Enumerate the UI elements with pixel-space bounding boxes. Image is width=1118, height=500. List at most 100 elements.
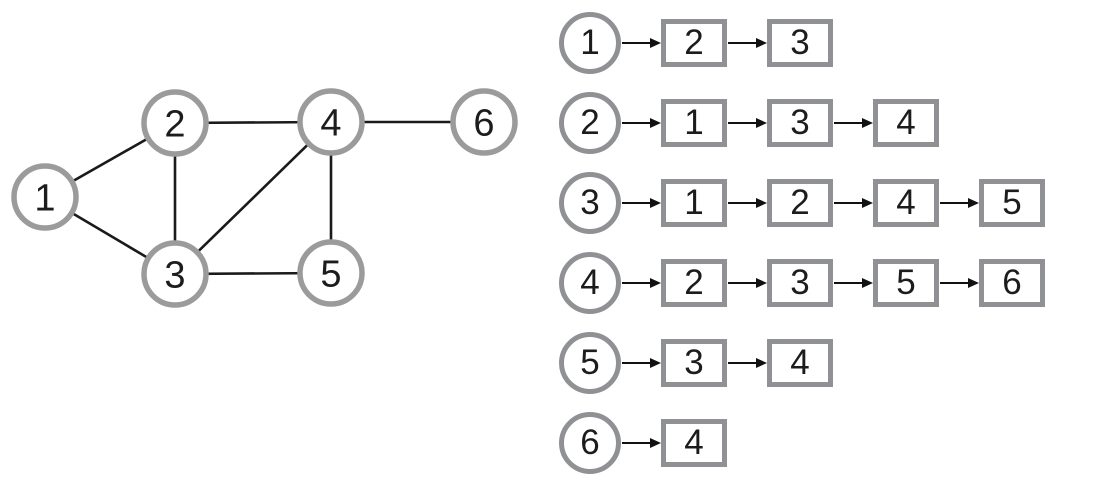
list-node-4-5: 5 <box>873 259 939 307</box>
graph-node-label-6: 6 <box>473 103 494 145</box>
arrow-head <box>650 197 661 208</box>
list-node-label: 1 <box>684 103 704 142</box>
arrow-head <box>650 437 661 448</box>
list-node-3-1: 1 <box>661 179 727 227</box>
arrow-right-icon <box>727 352 767 374</box>
arrow-shaft <box>622 361 652 365</box>
list-node-label: 3 <box>790 103 810 142</box>
list-node-label: 2 <box>684 263 704 302</box>
arrow-shaft <box>622 41 652 45</box>
arrow-head <box>862 277 873 288</box>
list-head-label: 1 <box>580 23 600 62</box>
arrow-right-icon <box>727 32 767 54</box>
graph-node-label-2: 2 <box>164 104 185 146</box>
list-head-node-5: 5 <box>559 332 621 394</box>
list-node-label: 4 <box>684 423 704 462</box>
graph-node-label-5: 5 <box>320 254 341 296</box>
list-head-node-3: 3 <box>559 172 621 234</box>
adjacency-row-1: 1 2 3 <box>559 12 1045 74</box>
list-node-5-3: 3 <box>661 339 727 387</box>
arrow-shaft <box>728 201 758 205</box>
list-node-label: 5 <box>896 263 916 302</box>
list-head-node-1: 1 <box>559 12 621 74</box>
graph-node-5 <box>297 239 365 307</box>
graph-node-1 <box>11 163 79 231</box>
arrow-head <box>968 197 979 208</box>
arrow-head <box>968 277 979 288</box>
graph-panel: 1 2 3 4 5 6 <box>11 88 518 308</box>
list-node-4-3: 3 <box>767 259 833 307</box>
arrow-shaft <box>622 201 652 205</box>
arrow-shaft <box>622 441 652 445</box>
arrow-right-icon <box>727 192 767 214</box>
graph-node-2 <box>141 89 209 157</box>
arrow-head <box>862 197 873 208</box>
list-head-node-2: 2 <box>559 92 621 154</box>
arrow-shaft <box>834 201 864 205</box>
arrow-head <box>756 117 767 128</box>
list-head-label: 5 <box>580 343 600 382</box>
list-node-1-3: 3 <box>767 19 833 67</box>
arrow-right-icon <box>833 192 873 214</box>
adjacency-row-2: 2 1 3 4 <box>559 92 1045 154</box>
graph-node-6 <box>450 88 518 156</box>
arrow-head <box>650 37 661 48</box>
list-node-label: 1 <box>684 183 704 222</box>
graph-node-label-1: 1 <box>34 178 55 220</box>
list-node-label: 3 <box>790 263 810 302</box>
list-node-label: 2 <box>790 183 810 222</box>
list-node-label: 4 <box>790 343 810 382</box>
arrow-right-icon <box>621 112 661 134</box>
arrow-head <box>650 117 661 128</box>
list-node-3-2: 2 <box>767 179 833 227</box>
arrow-shaft <box>834 281 864 285</box>
arrow-shaft <box>622 281 652 285</box>
arrow-shaft <box>834 121 864 125</box>
list-head-node-4: 4 <box>559 252 621 314</box>
arrow-head <box>650 357 661 368</box>
list-node-4-6: 6 <box>979 259 1045 307</box>
arrow-head <box>756 37 767 48</box>
list-node-4-2: 2 <box>661 259 727 307</box>
list-head-label: 2 <box>580 103 600 142</box>
arrow-head <box>756 277 767 288</box>
list-head-label: 3 <box>580 183 600 222</box>
list-head-node-6: 6 <box>559 412 621 474</box>
list-node-label: 2 <box>684 23 704 62</box>
arrow-right-icon <box>621 32 661 54</box>
arrow-shaft <box>728 121 758 125</box>
arrow-head <box>862 117 873 128</box>
graph-node-label-3: 3 <box>164 255 185 297</box>
arrow-right-icon <box>939 272 979 294</box>
list-node-label: 3 <box>790 23 810 62</box>
graph-node-3 <box>141 240 209 308</box>
arrow-shaft <box>728 361 758 365</box>
arrow-shaft <box>940 281 970 285</box>
list-node-label: 4 <box>896 103 916 142</box>
adjacency-row-5: 5 3 4 <box>559 332 1045 394</box>
arrow-right-icon <box>727 272 767 294</box>
list-node-2-1: 1 <box>661 99 727 147</box>
graph-node-label-4: 4 <box>320 103 341 145</box>
arrow-shaft <box>728 41 758 45</box>
arrow-shaft <box>622 121 652 125</box>
list-node-label: 3 <box>684 343 704 382</box>
list-node-label: 4 <box>896 183 916 222</box>
arrow-right-icon <box>621 352 661 374</box>
arrow-shaft <box>940 201 970 205</box>
arrow-right-icon <box>939 192 979 214</box>
arrow-right-icon <box>727 112 767 134</box>
list-node-1-2: 2 <box>661 19 727 67</box>
arrow-right-icon <box>621 192 661 214</box>
list-node-label: 5 <box>1002 183 1022 222</box>
adjacency-row-4: 4 2 3 5 6 <box>559 252 1045 314</box>
arrow-head <box>756 197 767 208</box>
adjacency-row-3: 3 1 2 4 5 <box>559 172 1045 234</box>
list-node-3-4: 4 <box>873 179 939 227</box>
graph-edge-3-4 <box>174 121 332 275</box>
arrow-head <box>756 357 767 368</box>
list-node-2-4: 4 <box>873 99 939 147</box>
